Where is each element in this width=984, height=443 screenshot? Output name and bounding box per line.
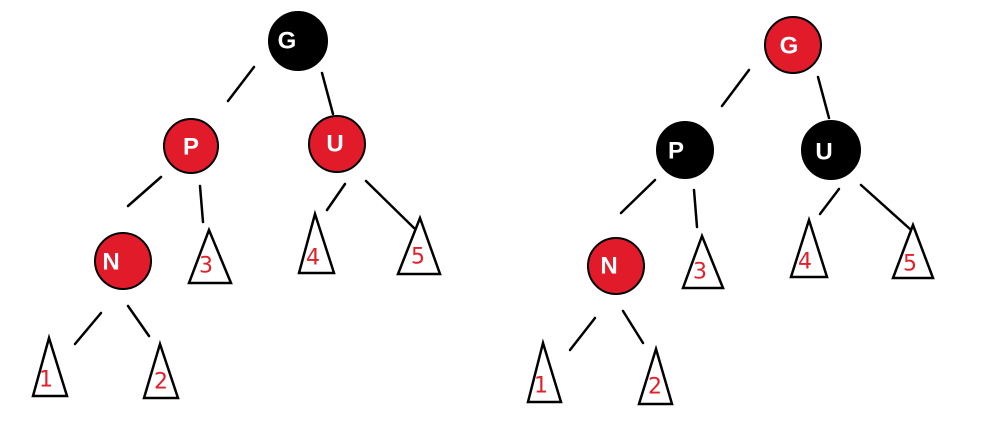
edge-u-t4 xyxy=(325,182,347,212)
node-g: G xyxy=(268,11,328,71)
edge-u-t5 xyxy=(364,179,416,230)
subtree-5: 5 xyxy=(891,221,935,280)
edge-g-u xyxy=(320,71,335,116)
subtree-1-label: 1 xyxy=(39,368,53,393)
node-u: U xyxy=(801,120,861,180)
edge-n-t1 xyxy=(568,316,597,352)
subtree-5-triangle xyxy=(891,221,935,280)
subtree-5: 5 xyxy=(396,214,442,276)
edge-p-t3 xyxy=(198,184,205,224)
node-p-label: P xyxy=(668,138,684,165)
subtree-2-triangle xyxy=(142,339,180,400)
subtree-1-triangle xyxy=(526,338,563,404)
node-p: P xyxy=(163,118,219,174)
subtree-2: 2 xyxy=(637,344,674,406)
node-p: P xyxy=(656,121,714,179)
node-g-label: G xyxy=(780,33,799,60)
edge-n-t2 xyxy=(126,304,151,338)
edge-p-t3 xyxy=(692,188,699,229)
subtree-3: 3 xyxy=(681,232,725,290)
subtree-5-label: 5 xyxy=(903,252,917,277)
subtree-4-triangle xyxy=(789,215,829,279)
subtree-5-label: 5 xyxy=(411,245,425,270)
subtree-4-triangle xyxy=(297,209,336,275)
edge-n-t1 xyxy=(73,311,103,346)
subtree-2-triangle xyxy=(637,344,674,406)
node-p-circle xyxy=(656,121,714,179)
node-n-label: N xyxy=(600,253,617,280)
subtree-2-label: 2 xyxy=(154,370,168,395)
node-n-label: N xyxy=(102,249,119,276)
node-g: G xyxy=(764,16,822,74)
tree-before: G P U N 1 2 3 4 xyxy=(31,11,442,400)
edge-p-n xyxy=(619,178,657,215)
subtree-1: 1 xyxy=(31,333,69,398)
node-n: N xyxy=(587,237,645,295)
edge-n-t2 xyxy=(621,309,645,345)
subtree-1-triangle xyxy=(31,333,69,398)
subtree-3-triangle xyxy=(187,226,233,285)
node-u-circle xyxy=(308,115,366,173)
node-u-circle xyxy=(801,120,861,180)
subtree-3-triangle xyxy=(681,232,725,290)
node-p-label: P xyxy=(183,134,199,161)
node-u: U xyxy=(308,115,366,173)
node-g-circle xyxy=(268,11,328,71)
subtree-3-label: 3 xyxy=(199,254,213,279)
subtree-4-label: 4 xyxy=(306,246,320,271)
edge-u-t4 xyxy=(818,187,841,216)
subtree-1-label: 1 xyxy=(534,374,548,399)
subtree-1: 1 xyxy=(526,338,563,404)
node-n-circle xyxy=(587,237,645,295)
subtree-3-label: 3 xyxy=(693,260,707,285)
node-n: N xyxy=(94,232,152,290)
node-n-circle xyxy=(94,232,152,290)
subtree-5-triangle xyxy=(396,214,442,276)
tree-after: G P U N 1 2 3 4 xyxy=(526,16,935,406)
edge-g-u xyxy=(816,75,831,120)
node-u-label: U xyxy=(326,131,343,158)
subtree-2: 2 xyxy=(142,339,180,400)
node-u-label: U xyxy=(815,139,832,166)
subtree-3: 3 xyxy=(187,226,233,285)
edge-g-p xyxy=(720,68,751,108)
subtree-4: 4 xyxy=(297,209,336,275)
subtree-4: 4 xyxy=(789,215,829,279)
node-g-label: G xyxy=(278,28,297,55)
edge-p-n xyxy=(126,175,163,208)
node-p-circle xyxy=(163,118,219,174)
edge-g-p xyxy=(226,65,256,103)
subtree-2-label: 2 xyxy=(648,375,662,400)
edge-u-t5 xyxy=(859,183,912,231)
subtree-4-label: 4 xyxy=(798,250,812,275)
node-g-circle xyxy=(764,16,822,74)
